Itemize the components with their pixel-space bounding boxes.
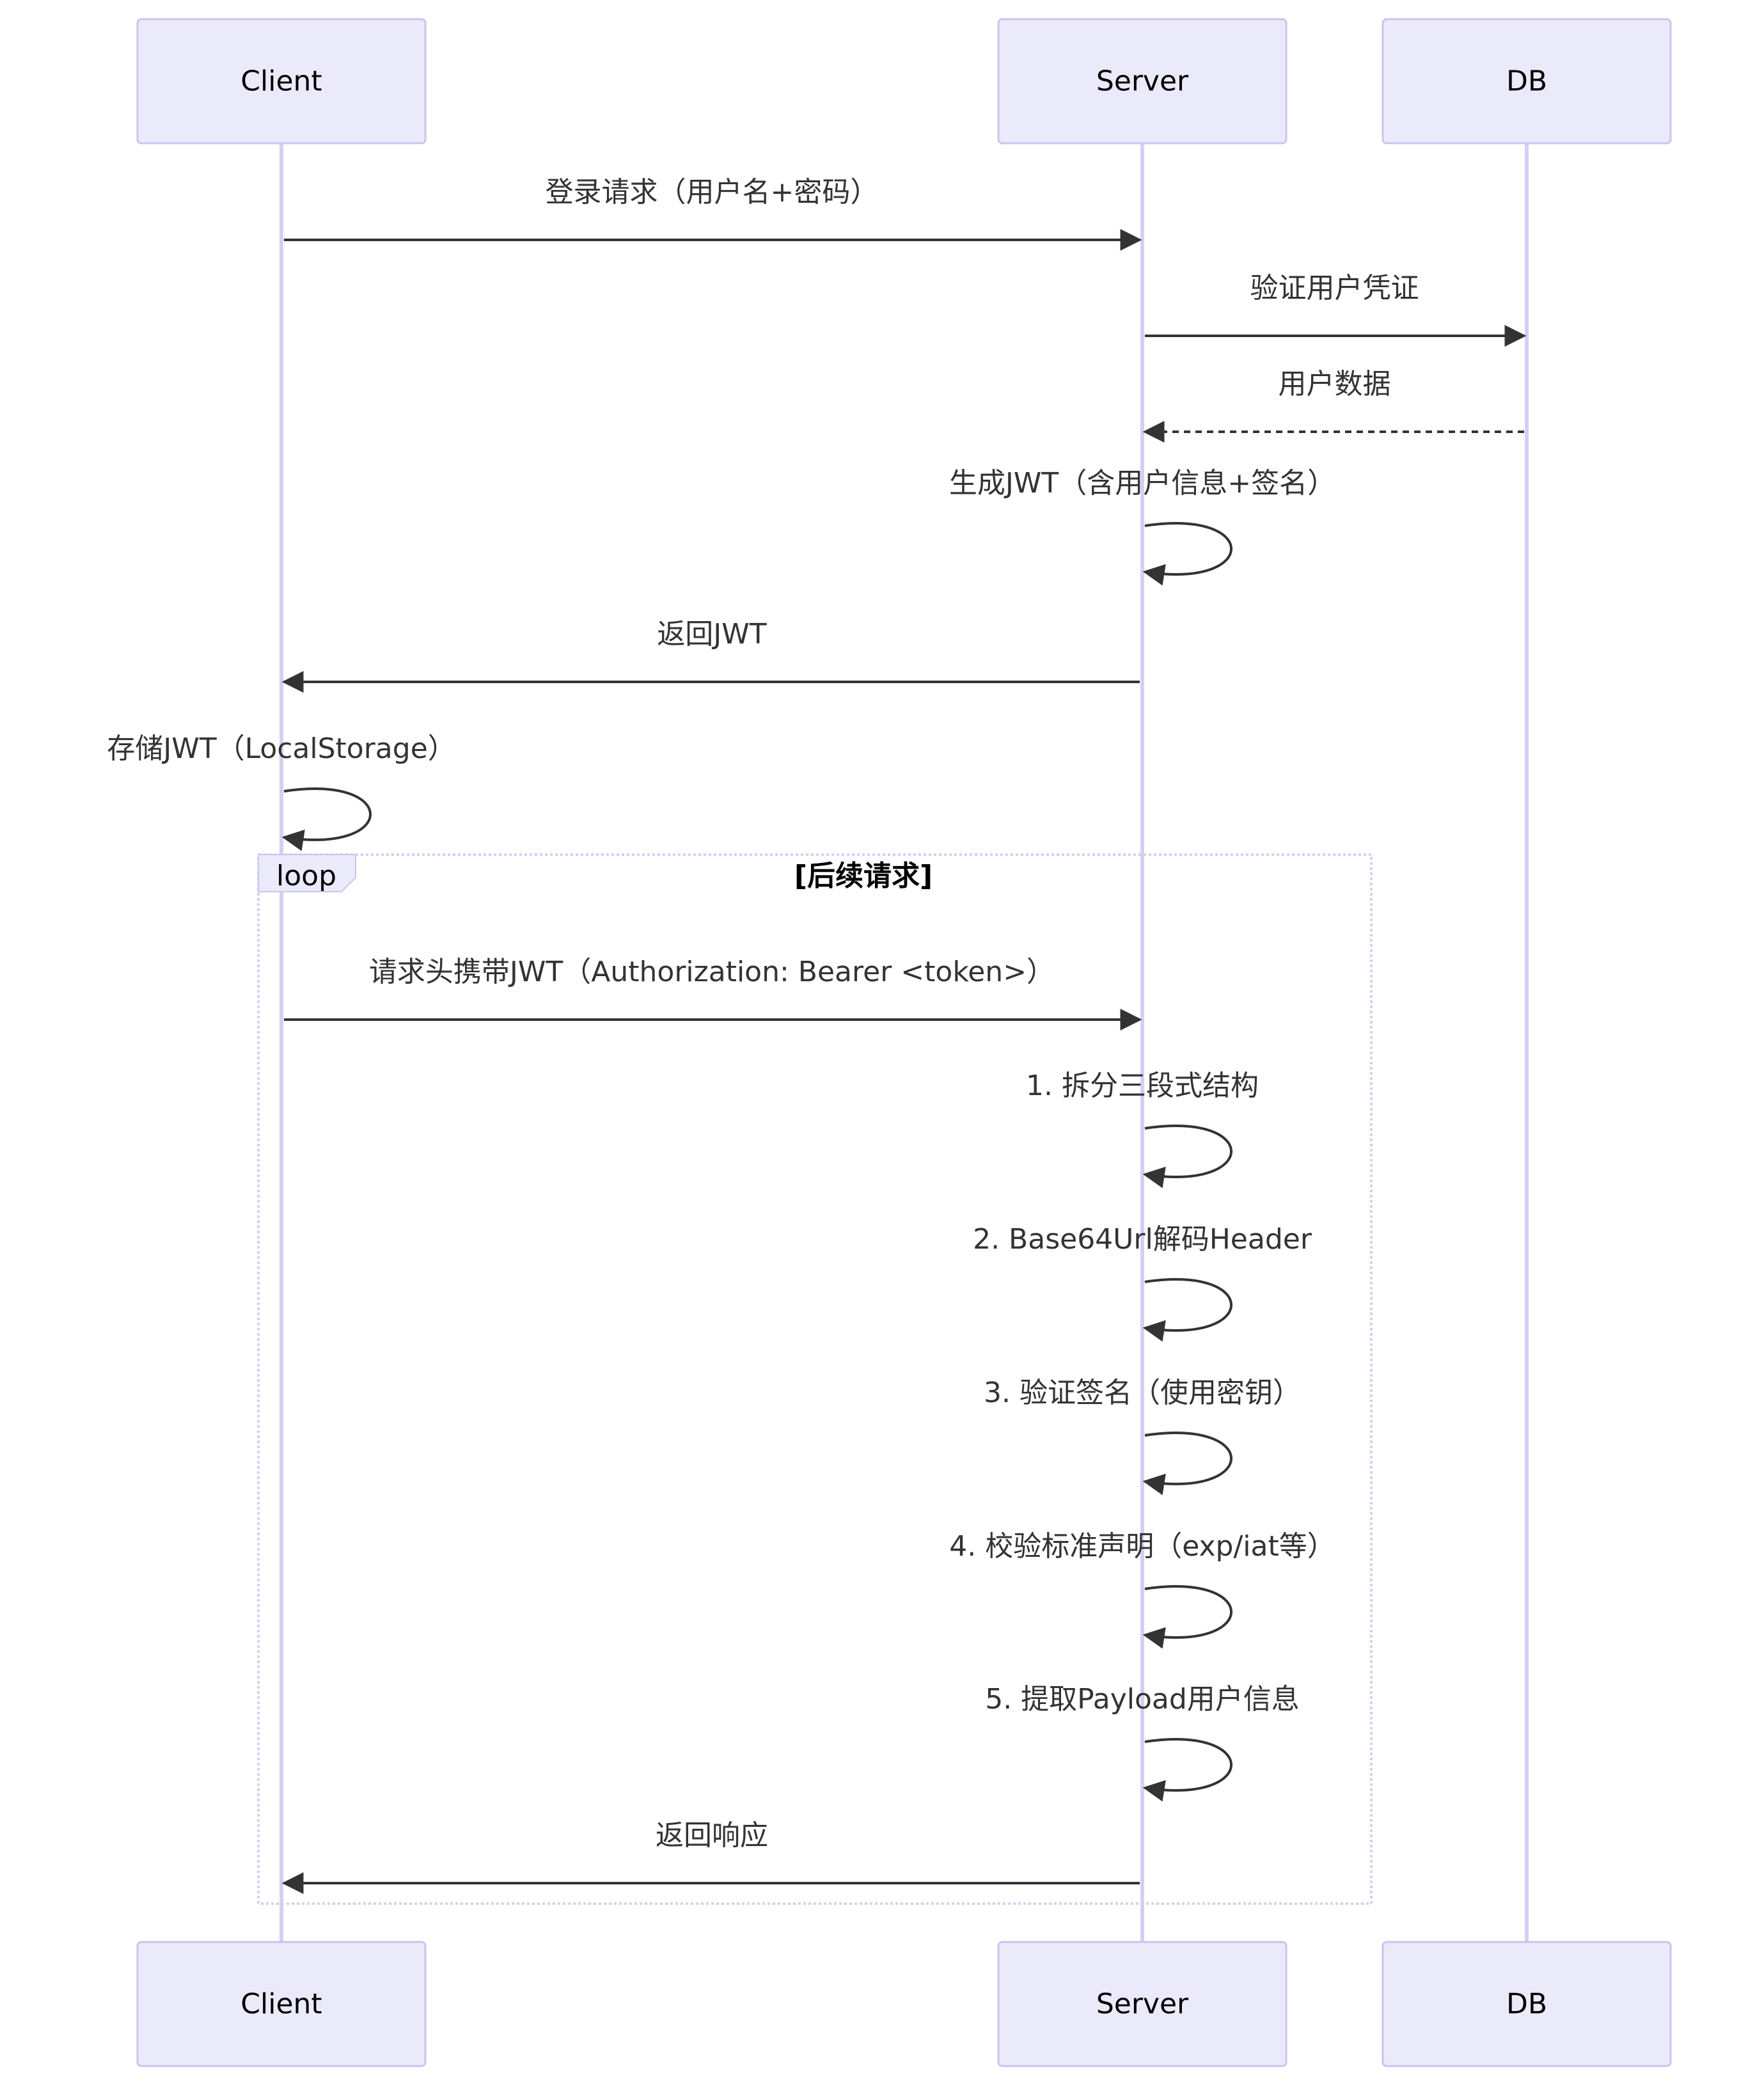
actor-label: DB: [1506, 1988, 1547, 2021]
message-7: 请求头携带JWT（Authorization: Bearer <token>）: [284, 956, 1142, 1030]
actor-label: Server: [1096, 1988, 1189, 2021]
loop-frame: loop [后续请求]: [257, 853, 1373, 1905]
loop-label: loop: [276, 860, 336, 892]
message-11: 4. 校验标准声明（exp/iat等）: [949, 1530, 1335, 1649]
message-1: 登录请求（用户名+密码）: [284, 176, 1142, 251]
message-label: 用户数据: [1279, 368, 1391, 400]
message-13: 返回响应: [281, 1819, 1140, 1894]
message-12: 5. 提取Payload用户信息: [985, 1683, 1300, 1802]
self-arrow: [281, 787, 372, 851]
message-label: 3. 验证签名（使用密钥）: [984, 1377, 1301, 1409]
message-label: 2. Base64Url解码Header: [973, 1223, 1312, 1256]
message-9: 2. Base64Url解码Header: [973, 1223, 1312, 1342]
actor-box: [136, 1941, 427, 2067]
actor-client-bottom: Client: [136, 1941, 427, 2067]
actor-box: [1382, 18, 1672, 145]
message-label: 4. 校验标准声明（exp/iat等）: [949, 1530, 1335, 1563]
message-label: 1. 拆分三段式结构: [1026, 1070, 1259, 1102]
self-arrow: [1142, 1738, 1232, 1802]
message-label: 验证用户凭证: [1250, 272, 1419, 304]
message-8: 1. 拆分三段式结构: [1026, 1070, 1259, 1188]
message-label: 5. 提取Payload用户信息: [985, 1683, 1300, 1716]
message-3: 用户数据: [1142, 368, 1524, 443]
message-2: 验证用户凭证: [1145, 272, 1527, 347]
lifelines: [280, 143, 1529, 1942]
actor-client-top: Client: [136, 18, 427, 145]
loop-condition: [后续请求]: [794, 860, 933, 892]
actor-label: Client: [240, 1988, 322, 2021]
message-label: 存储JWT（LocalStorage）: [107, 732, 456, 765]
actor-box: [997, 1941, 1288, 2067]
actor-label: Server: [1096, 65, 1189, 98]
actor-db-top: DB: [1382, 18, 1672, 145]
self-arrow: [1142, 1585, 1232, 1649]
message-4: 生成JWT（含用户信息+签名）: [949, 467, 1335, 586]
actor-box: [997, 18, 1288, 145]
actor-label: Client: [240, 65, 322, 98]
self-arrow: [1142, 522, 1232, 586]
self-arrow: [1142, 1125, 1232, 1188]
self-arrow: [1142, 1432, 1232, 1496]
actor-box: [1382, 1941, 1672, 2067]
message-label: 登录请求（用户名+密码）: [546, 176, 879, 209]
message-label: 返回响应: [656, 1819, 768, 1852]
message-label: 返回JWT: [657, 618, 766, 651]
actor-server-top: Server: [997, 18, 1288, 145]
actor-server-bottom: Server: [997, 1941, 1288, 2067]
message-10: 3. 验证签名（使用密钥）: [984, 1377, 1301, 1496]
message-label: 生成JWT（含用户信息+签名）: [949, 467, 1335, 500]
actor-box: [136, 18, 427, 145]
message-6: 存储JWT（LocalStorage）: [107, 732, 456, 851]
message-label: 请求头携带JWT（Authorization: Bearer <token>）: [369, 956, 1055, 988]
actor-label: DB: [1506, 65, 1547, 98]
self-arrow: [1142, 1278, 1232, 1342]
actor-db-bottom: DB: [1382, 1941, 1672, 2067]
message-5: 返回JWT: [281, 618, 1140, 693]
